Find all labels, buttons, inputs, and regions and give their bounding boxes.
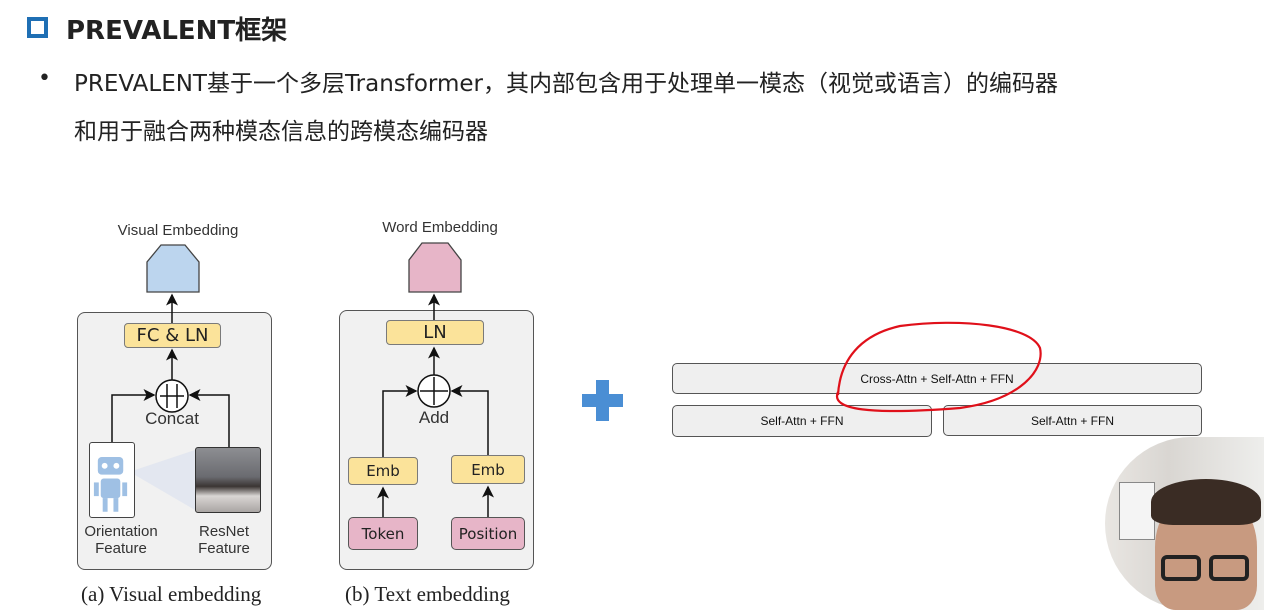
bullet-text-line2: 和用于融合两种模态信息的跨模态编码器 [74,119,488,145]
orientation-robot-image [89,442,135,518]
fc-ln-box: FC & LN [124,323,221,348]
slide-title: PREVALENT框架 [66,16,288,46]
concat-label: Concat [145,409,199,428]
token-box: Token [348,517,418,550]
presenter-hair [1151,479,1261,525]
visual-embedding-shape [146,244,200,293]
title-square-icon [27,17,48,38]
emb-box-token: Emb [348,457,418,485]
position-box: Position [451,517,525,550]
glasses-left [1161,555,1201,581]
text-embedding-caption: (b) Text embedding [345,582,510,606]
ln-box: LN [386,320,484,345]
visual-embedding-caption: (a) Visual embedding [81,582,262,606]
glasses-right [1209,555,1249,581]
single-modal-encoder-right: Self-Attn + FFN [943,405,1202,436]
single-modal-encoder-left: Self-Attn + FFN [672,405,932,437]
word-embedding-label: Word Embedding [382,219,498,236]
bullet-text-line1: PREVALENT基于一个多层Transformer，其内部包含用于处理单一模态… [74,71,1058,97]
emb-box-position: Emb [451,455,525,484]
resnet-room-image [195,447,261,513]
cross-modal-encoder-bar: Cross-Attn + Self-Attn + FFN [672,363,1202,394]
word-embedding-shape [408,242,462,293]
bullet-dot: • [38,66,51,91]
plus-icon-bar [582,394,623,407]
presenter-webcam [1105,437,1264,610]
wall-certificate [1119,482,1155,540]
visual-embedding-label: Visual Embedding [117,222,239,239]
add-label: Add [418,408,450,427]
